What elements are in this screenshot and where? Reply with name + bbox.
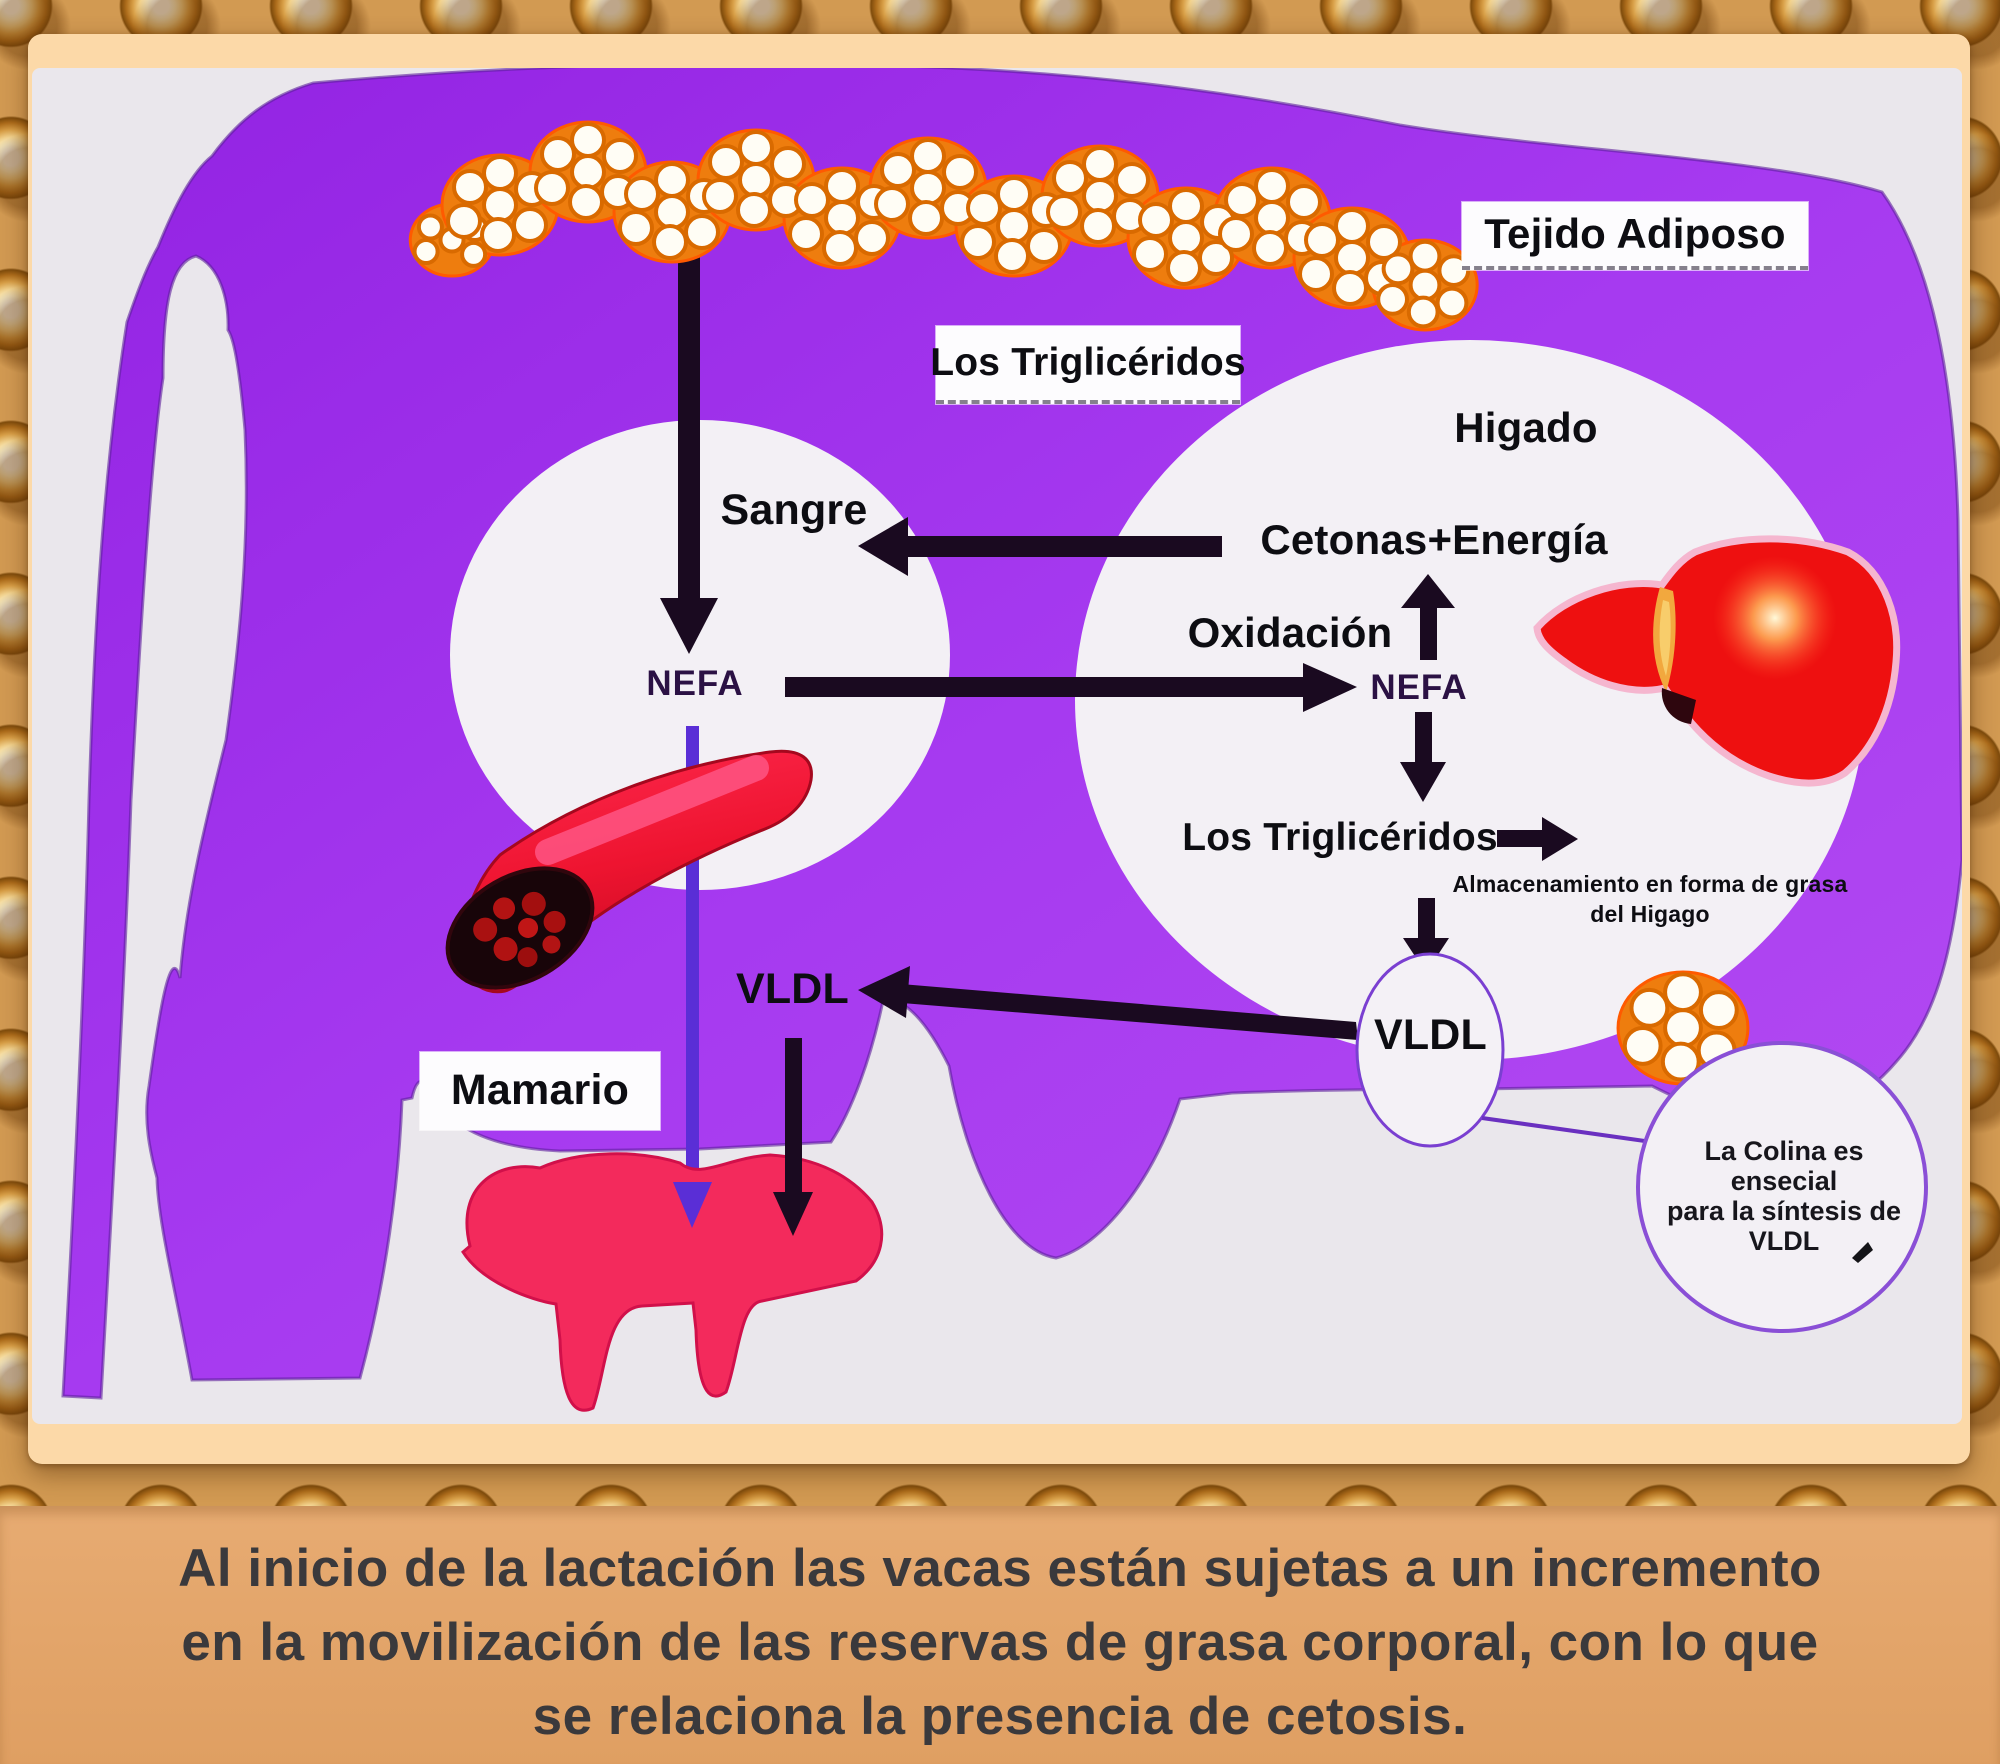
liver-circle: [1075, 340, 1865, 1060]
liver-illustration: [1533, 535, 1901, 787]
mammary-label: Mamario: [450, 1066, 630, 1115]
caption-text: Al inicio de la lactación las vacas está…: [5, 1532, 1995, 1754]
triglycerides-liver-label: Los Triglicéridos: [1182, 815, 1498, 859]
flow-arrows: [660, 247, 1578, 1236]
choline-note-text: La Colina es ensecial para la síntesis d…: [1648, 1136, 1920, 1256]
triglycerides-top-box: Los Triglicéridos: [930, 326, 1246, 404]
mammary-label-box: Mamario: [420, 1052, 660, 1130]
udder-illustration: [461, 1152, 884, 1412]
choline-circle-mark: [1852, 1242, 1873, 1263]
tissue-label: Tejido Adiposo: [1484, 209, 1786, 257]
blood-vessel-illustration: [445, 749, 813, 994]
ketones-label: Cetonas+Energía: [1260, 515, 1608, 563]
storage-note-line1: Almacenamiento en forma de grasa: [1452, 870, 1848, 897]
tissue-label-box: Tejido Adiposo: [1462, 202, 1808, 270]
caption-band: Al inicio de la lactación las vacas está…: [0, 1506, 2000, 1764]
caption-line1: Al inicio de la lactación las vacas está…: [178, 1539, 1822, 1598]
nefa-right-label: NEFA: [1370, 667, 1468, 707]
blood-label: Sangre: [720, 486, 868, 535]
storage-note-line2: del Higago: [1590, 900, 1710, 927]
vldl-right-label: VLDL: [1373, 1011, 1488, 1060]
triglycerides-top-label: Los Triglicéridos: [930, 340, 1246, 384]
choline-connector-line: [1481, 1116, 1653, 1144]
choline-note-line1: La Colina es ensecial: [1704, 1136, 1864, 1196]
blood-circle: [450, 420, 950, 890]
choline-note-line2: para la síntesis de: [1666, 1196, 1902, 1226]
caption-line3: se relaciona la presencia de cetosis.: [532, 1687, 1468, 1746]
fat-tissue-chain: [408, 120, 1750, 1086]
liver-label: Higado: [1454, 403, 1598, 451]
choline-note-line3: VLDL: [1748, 1226, 1820, 1256]
purple-arrowhead: [673, 1182, 712, 1228]
vldl-circle: [1355, 952, 1505, 1148]
nefa-left-label: NEFA: [646, 663, 744, 703]
vldl-left-label: VLDL: [735, 965, 850, 1014]
oxidation-label: Oxidación: [1187, 608, 1393, 656]
caption-line2: en la movilización de las reservas de gr…: [181, 1613, 1819, 1672]
